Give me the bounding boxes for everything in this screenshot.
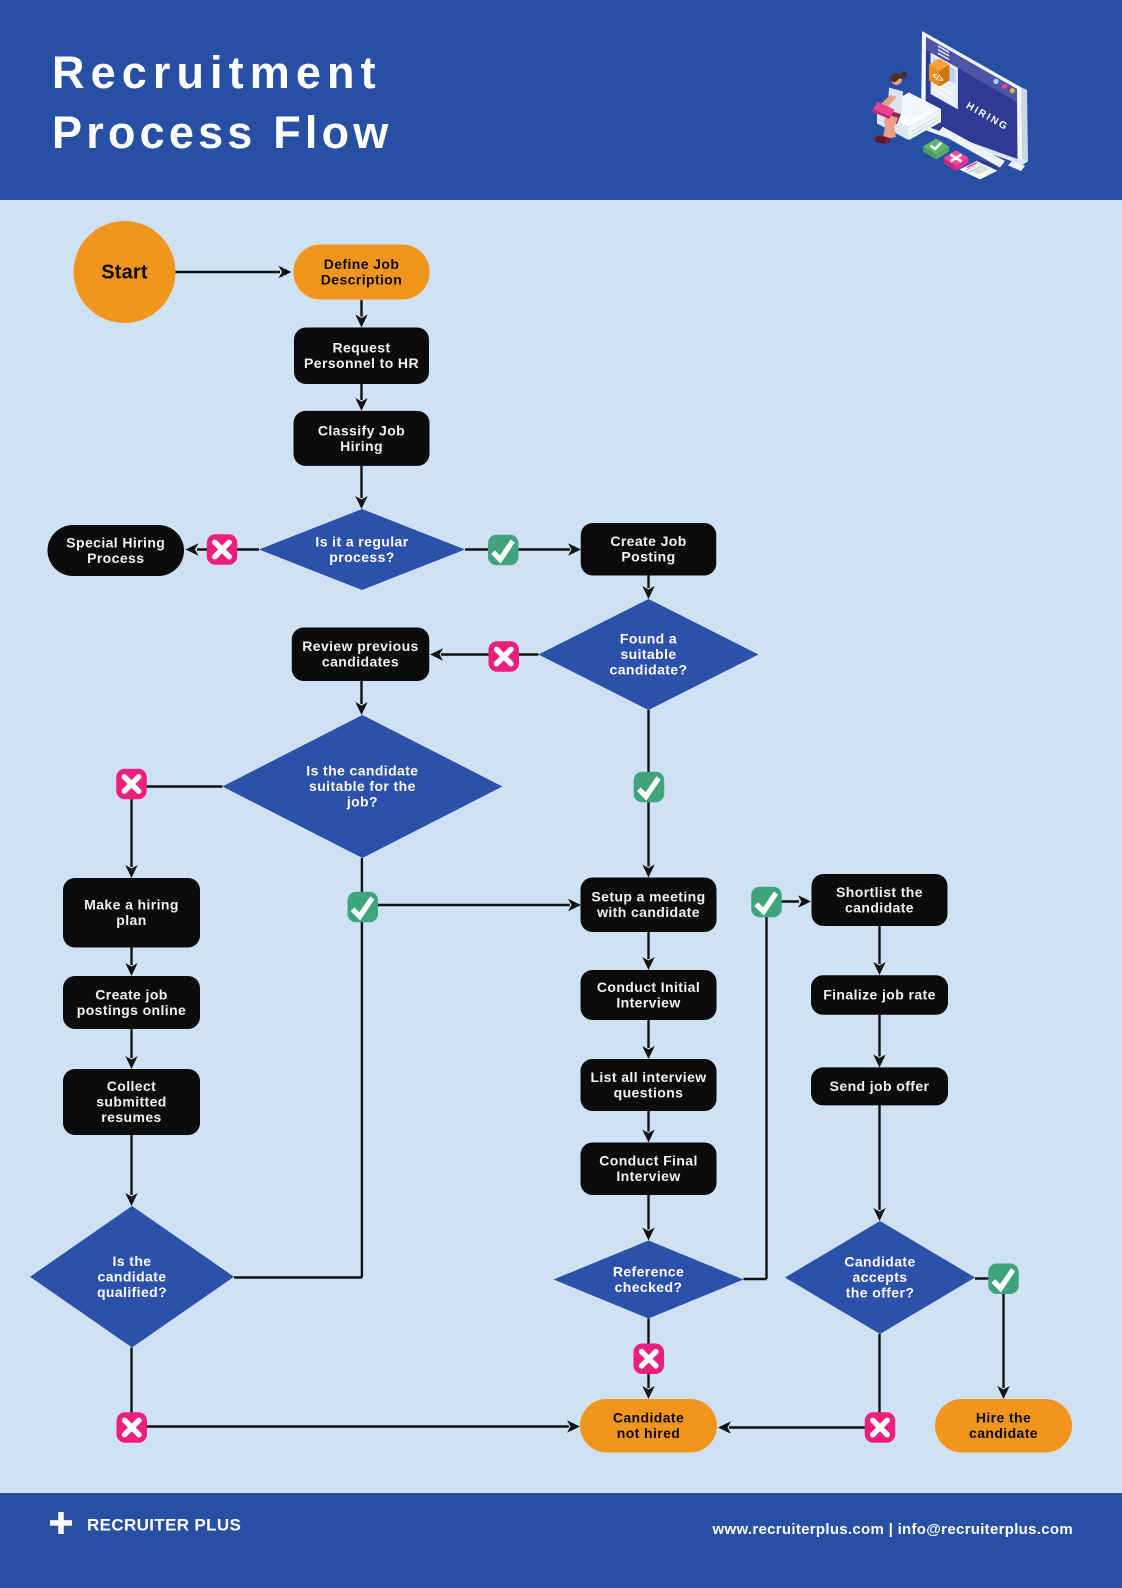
svg-text:List all interview: List all interview (590, 1069, 706, 1085)
svg-text:Create job: Create job (95, 986, 167, 1002)
svg-text:RECRUITER PLUS: RECRUITER PLUS (87, 1516, 241, 1535)
svg-text:with candidate: with candidate (596, 904, 700, 920)
svg-text:Review previous: Review previous (302, 638, 419, 654)
svg-text:Hire the: Hire the (976, 1410, 1031, 1426)
svg-text:Candidate: Candidate (844, 1254, 915, 1270)
svg-text:Interview: Interview (616, 994, 680, 1010)
svg-text:Start: Start (101, 262, 148, 284)
svg-text:resumes: resumes (101, 1109, 161, 1125)
svg-text:Description: Description (321, 271, 402, 287)
svg-text:candidates: candidates (322, 654, 399, 670)
svg-text:Request: Request (332, 340, 390, 356)
svg-text:not hired: not hired (617, 1425, 680, 1441)
svg-text:Recruitment: Recruitment (52, 47, 382, 98)
svg-text:Interview: Interview (616, 1168, 680, 1184)
svg-text:questions: questions (614, 1084, 684, 1100)
svg-text:Shortlist the: Shortlist the (836, 884, 923, 900)
svg-text:plan: plan (116, 912, 146, 928)
svg-text:Is the candidate: Is the candidate (306, 763, 418, 779)
svg-text:Make a hiring: Make a hiring (84, 897, 179, 913)
svg-text:qualified?: qualified? (97, 1284, 167, 1300)
svg-text:Process Flow: Process Flow (52, 107, 393, 158)
svg-text:suitable for the: suitable for the (309, 778, 416, 794)
svg-text:Classify Job: Classify Job (318, 422, 405, 438)
svg-text:Finalize job rate: Finalize job rate (823, 987, 936, 1003)
svg-text:Posting: Posting (621, 549, 675, 565)
svg-text:postings online: postings online (77, 1002, 186, 1018)
svg-text:Reference: Reference (613, 1263, 684, 1279)
svg-text:candidate: candidate (969, 1425, 1038, 1441)
svg-text:Candidate: Candidate (613, 1410, 684, 1426)
svg-text:submitted: submitted (96, 1094, 167, 1110)
svg-text:Special Hiring: Special Hiring (66, 534, 165, 550)
svg-text:Is it a regular: Is it a regular (315, 533, 408, 549)
svg-text:Conduct Final: Conduct Final (599, 1153, 698, 1169)
svg-text:suitable: suitable (620, 646, 676, 662)
svg-text:Collect: Collect (107, 1078, 156, 1094)
svg-text:job?: job? (346, 794, 378, 810)
svg-text:the offer?: the offer? (846, 1285, 915, 1301)
svg-text:checked?: checked? (615, 1279, 683, 1295)
svg-text:Define Job: Define Job (324, 256, 400, 272)
svg-text:Send job offer: Send job offer (830, 1078, 930, 1094)
svg-text:candidate?: candidate? (610, 662, 688, 678)
svg-text:candidate: candidate (98, 1268, 167, 1284)
svg-text:Is the: Is the (113, 1253, 152, 1269)
svg-text:Found a: Found a (620, 631, 677, 647)
svg-text:process?: process? (329, 549, 394, 565)
svg-text:Personnel to HR: Personnel to HR (304, 355, 419, 371)
svg-text:www.recruiterplus.com | info@r: www.recruiterplus.com | info@recruiterpl… (712, 1521, 1073, 1538)
svg-text:accepts: accepts (853, 1269, 908, 1285)
svg-text:Hiring: Hiring (340, 438, 383, 454)
svg-text:Process: Process (87, 550, 144, 566)
svg-text:Conduct Initial: Conduct Initial (597, 979, 700, 995)
svg-text:Create Job: Create Job (610, 533, 686, 549)
svg-text:candidate: candidate (845, 899, 914, 915)
svg-text:Setup a meeting: Setup a meeting (591, 889, 705, 905)
